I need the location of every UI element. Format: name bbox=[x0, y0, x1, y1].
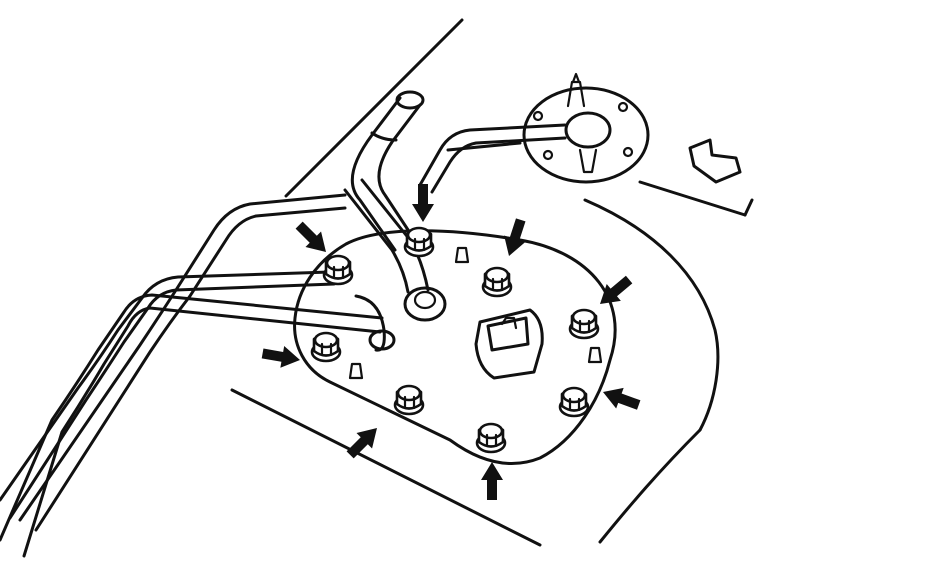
cap-terminal-bottom bbox=[578, 148, 598, 174]
cover-bolt bbox=[558, 386, 590, 418]
locating-pin-3 bbox=[587, 346, 603, 364]
cover-bolt bbox=[481, 266, 513, 298]
tank-edge-right bbox=[638, 180, 747, 217]
fuel-line-2 bbox=[34, 206, 347, 532]
outlet-fitting-inner bbox=[413, 290, 437, 310]
tank-rim-curve bbox=[583, 198, 720, 432]
bolt-arrow bbox=[346, 428, 377, 459]
bracket-mark bbox=[688, 138, 742, 184]
locating-pin-2 bbox=[348, 362, 364, 380]
tank-lower-edge bbox=[230, 388, 542, 547]
tank-body bbox=[230, 18, 754, 547]
outlet-fitting bbox=[403, 286, 447, 322]
tank-lower-right bbox=[598, 428, 702, 544]
cap-bolt-1 bbox=[532, 110, 544, 122]
connector-tab bbox=[500, 316, 518, 330]
cover-bolt bbox=[393, 384, 425, 416]
cover-bolt bbox=[403, 226, 435, 258]
cap-ring bbox=[522, 86, 650, 184]
fuel-lines bbox=[0, 193, 384, 558]
connector-body bbox=[474, 308, 544, 380]
filler-pipe-right bbox=[377, 103, 422, 247]
cover-bolt bbox=[322, 254, 354, 286]
filler-pipe-top bbox=[395, 90, 425, 110]
elbow-end bbox=[368, 329, 396, 351]
cap-bolt-2 bbox=[542, 149, 554, 161]
bolt-arrow bbox=[412, 184, 434, 222]
locating-pin-1 bbox=[454, 246, 470, 264]
cover-bolts bbox=[310, 226, 600, 454]
vent-line-top bbox=[418, 123, 567, 187]
connector-face bbox=[486, 316, 530, 352]
bolt-arrow bbox=[261, 346, 300, 368]
filler-pipe-band bbox=[370, 131, 398, 142]
cover-bolt bbox=[310, 331, 342, 363]
fuel-line-5 bbox=[0, 293, 384, 542]
cover-bolt bbox=[568, 308, 600, 340]
cover-bolt bbox=[475, 422, 507, 454]
cap-terminal-top-tip bbox=[571, 72, 581, 84]
electrical-connector bbox=[474, 308, 544, 380]
vent-line-top-inner bbox=[430, 136, 567, 194]
cap-center-boss bbox=[564, 111, 612, 149]
cap-bolt-3 bbox=[617, 101, 629, 113]
cap-terminal-top bbox=[566, 80, 586, 108]
bolt-arrows bbox=[261, 184, 641, 500]
sender-gauge-cap bbox=[522, 72, 650, 184]
bolt-arrow bbox=[600, 275, 633, 304]
tank-edge-left bbox=[284, 18, 464, 198]
tank-step-notch bbox=[743, 198, 754, 217]
fuel-line-4 bbox=[8, 282, 336, 520]
cap-bolt-4 bbox=[622, 146, 634, 158]
fuel-line-6 bbox=[22, 306, 382, 558]
bolt-arrow bbox=[481, 462, 503, 500]
return-tube bbox=[343, 188, 410, 294]
bolt-arrow bbox=[295, 221, 326, 252]
bolt-arrow bbox=[603, 387, 641, 410]
filler-pipe-left bbox=[350, 96, 402, 252]
fuel-line-3 bbox=[0, 270, 332, 502]
bolt-arrow bbox=[504, 218, 526, 256]
